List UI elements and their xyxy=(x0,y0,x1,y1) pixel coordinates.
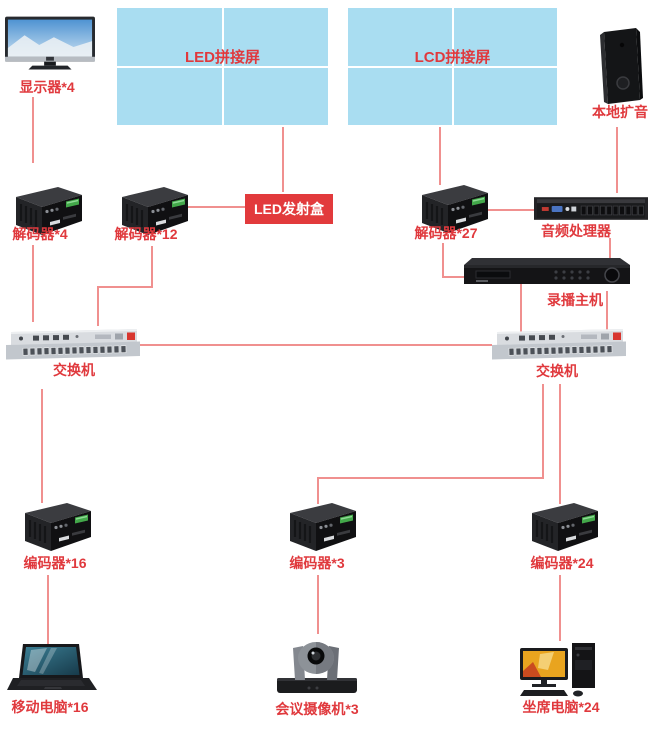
audio-processor-icon xyxy=(534,194,648,224)
local-speaker-label: 本地扩音 xyxy=(592,104,648,120)
line-audio-recorder xyxy=(609,238,611,258)
mobile-computer-label: 移动电脑*16 xyxy=(11,699,89,715)
line-speaker-audio xyxy=(616,127,618,193)
led-wall-label: LED拼接屏 xyxy=(184,49,260,66)
lcd-wall-panel xyxy=(453,8,557,66)
line-encoder3-camera xyxy=(317,575,319,634)
line-decoder12-ledbox xyxy=(186,206,245,208)
encoder-box-icon xyxy=(522,500,606,558)
line-display-decoder4 xyxy=(32,97,34,163)
lcd-wall-panel xyxy=(348,8,452,66)
node-audio-processor xyxy=(534,194,648,224)
line-encoder24-desktop xyxy=(559,575,561,641)
node-display xyxy=(5,16,95,76)
line-decoder27-switchR xyxy=(520,276,522,332)
lcd-wall-label: LCD拼接屏 xyxy=(414,49,491,66)
line-decoder12-drop xyxy=(151,246,153,287)
node-mobile-computer xyxy=(7,644,97,696)
line-switchR-drop xyxy=(542,384,544,479)
line-switchL-encoder16 xyxy=(41,389,43,503)
node-lcd-wall: LCD拼接屏 xyxy=(348,8,557,125)
node-encoder-16 xyxy=(15,500,99,558)
led-wall-panel xyxy=(223,67,328,125)
lcd-wall-panel xyxy=(453,67,557,125)
decoder-4-label: 解码器*4 xyxy=(12,226,68,242)
line-switchR-elbow xyxy=(317,477,544,479)
line-switchR-encoder3 xyxy=(317,477,319,504)
line-encoder16-laptop xyxy=(47,575,49,644)
speaker-icon xyxy=(596,26,644,104)
switch-left-label: 交换机 xyxy=(53,362,95,378)
network-switch-icon xyxy=(489,329,629,361)
line-decoder12-switchL xyxy=(97,286,99,326)
line-decoder4-switchL xyxy=(32,245,34,322)
network-switch-icon xyxy=(3,329,143,361)
laptop-icon xyxy=(7,644,97,696)
recorder-icon xyxy=(460,256,632,288)
ptz-camera-icon xyxy=(271,634,363,696)
line-decoder27-drop xyxy=(442,243,444,277)
audio-processor-label: 音频处理器 xyxy=(541,223,611,239)
encoder-24-label: 编码器*24 xyxy=(530,555,594,571)
lcd-wall-panel xyxy=(348,67,452,125)
node-conference-camera xyxy=(271,634,363,696)
node-switch-right xyxy=(489,329,629,361)
node-led-transmitter: LED发射盒 xyxy=(245,194,333,224)
conference-camera-label: 会议摄像机*3 xyxy=(275,701,359,717)
encoder-16-label: 编码器*16 xyxy=(23,555,87,571)
decoder-12-label: 解码器*12 xyxy=(114,226,178,242)
switch-right-label: 交换机 xyxy=(536,363,578,379)
node-switch-left xyxy=(3,329,143,361)
node-local-speaker xyxy=(596,26,644,104)
node-recording-host xyxy=(460,256,632,288)
led-wall-panel xyxy=(117,67,222,125)
encoder-3-label: 编码器*3 xyxy=(289,555,345,571)
line-ledwall-ledbox xyxy=(282,127,284,192)
line-decoder12-elbow xyxy=(97,286,153,288)
node-encoder-24 xyxy=(522,500,606,558)
desktop-computer-icon xyxy=(520,640,604,698)
recording-host-label: 录播主机 xyxy=(547,292,603,308)
seat-computer-label: 坐席电脑*24 xyxy=(522,699,600,715)
tv-monitor-icon xyxy=(5,16,95,76)
led-wall-panel xyxy=(117,8,222,66)
line-decoder27-audio xyxy=(488,209,536,211)
node-encoder-3 xyxy=(280,500,364,558)
encoder-box-icon xyxy=(280,500,364,558)
encoder-box-icon xyxy=(15,500,99,558)
line-recorder-switchR xyxy=(606,291,608,331)
display-label: 显示器*4 xyxy=(19,79,75,95)
decoder-27-label: 解码器*27 xyxy=(414,225,478,241)
node-seat-computer xyxy=(520,640,604,698)
node-led-wall: LED拼接屏 xyxy=(117,8,328,125)
line-switchL-switchR xyxy=(140,344,492,346)
led-wall-panel xyxy=(223,8,328,66)
line-switchR-encoder24 xyxy=(559,384,561,504)
line-lcdwall-decoder27 xyxy=(439,127,441,185)
